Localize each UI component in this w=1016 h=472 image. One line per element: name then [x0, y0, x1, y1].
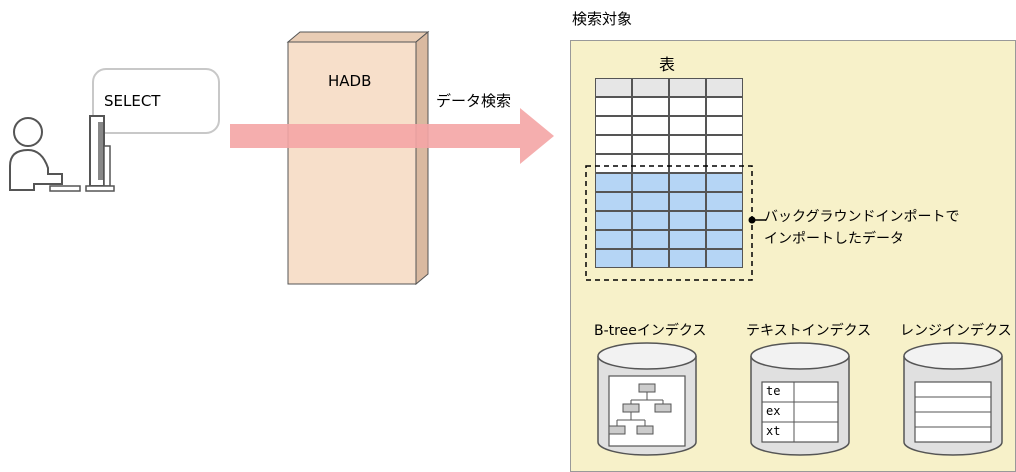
- table-cell: [632, 154, 669, 173]
- imported-cell: [669, 249, 706, 268]
- text-index-cell-2: ex: [766, 404, 781, 418]
- text-index-cell-3: xt: [766, 424, 781, 438]
- range-index-icon: [903, 342, 1003, 456]
- table-cell: [595, 116, 632, 135]
- imported-cell: [706, 192, 743, 211]
- table-cell: [595, 97, 632, 116]
- btree-index-icon: [597, 342, 697, 456]
- search-target-label: 検索対象: [572, 10, 633, 28]
- text-index-label: テキストインデクス: [746, 323, 872, 339]
- imported-data-annotation: バックグラウンドインポートで インポートしたデータ: [764, 206, 959, 250]
- imported-cell: [595, 211, 632, 230]
- table-header-cell: [632, 78, 669, 97]
- imported-cell: [706, 230, 743, 249]
- table-cell: [632, 116, 669, 135]
- user-at-computer-icon: [9, 115, 115, 192]
- imported-cell: [669, 173, 706, 192]
- imported-cell: [669, 192, 706, 211]
- server-title: HADB: [328, 72, 372, 90]
- imported-cell: [595, 230, 632, 249]
- imported-cell: [632, 173, 669, 192]
- hadb-server-shape: [286, 30, 430, 286]
- imported-cell: [595, 192, 632, 211]
- imported-cell: [632, 249, 669, 268]
- table-header-cell: [669, 78, 706, 97]
- table-cell: [706, 154, 743, 173]
- imported-cell: [595, 173, 632, 192]
- text-index-icon: [750, 342, 850, 456]
- annotation-line-2: インポートしたデータ: [764, 231, 904, 247]
- table-header-cell: [595, 78, 632, 97]
- imported-cell: [706, 211, 743, 230]
- table-cell: [669, 116, 706, 135]
- data-search-label: データ検索: [436, 92, 512, 110]
- imported-cell: [669, 211, 706, 230]
- annotation-line-1: バックグラウンドインポートで: [764, 209, 960, 225]
- query-speech-bubble: [92, 68, 220, 134]
- imported-cell: [632, 192, 669, 211]
- imported-cell: [706, 249, 743, 268]
- imported-data-marker: [585, 165, 766, 281]
- table-cell: [706, 116, 743, 135]
- table-cell: [632, 135, 669, 154]
- text-index-cell-1: te: [766, 384, 781, 398]
- table-cell: [595, 154, 632, 173]
- table-imported-rows: [595, 173, 743, 268]
- imported-cell: [669, 230, 706, 249]
- table-cell: [669, 97, 706, 116]
- table-cell: [706, 97, 743, 116]
- range-index-label: レンジインデクス: [900, 323, 1012, 339]
- table-existing-rows: [595, 78, 743, 173]
- data-search-arrow: [230, 108, 554, 164]
- table-header-cell: [706, 78, 743, 97]
- table-cell: [706, 135, 743, 154]
- btree-index-label: B-treeインデクス: [594, 323, 707, 339]
- imported-cell: [632, 211, 669, 230]
- table-cell: [595, 135, 632, 154]
- table-cell: [669, 154, 706, 173]
- imported-cell: [632, 230, 669, 249]
- imported-cell: [595, 249, 632, 268]
- table-title: 表: [659, 55, 676, 74]
- table-cell: [632, 97, 669, 116]
- query-text: SELECT: [104, 92, 161, 110]
- table-cell: [669, 135, 706, 154]
- imported-cell: [706, 173, 743, 192]
